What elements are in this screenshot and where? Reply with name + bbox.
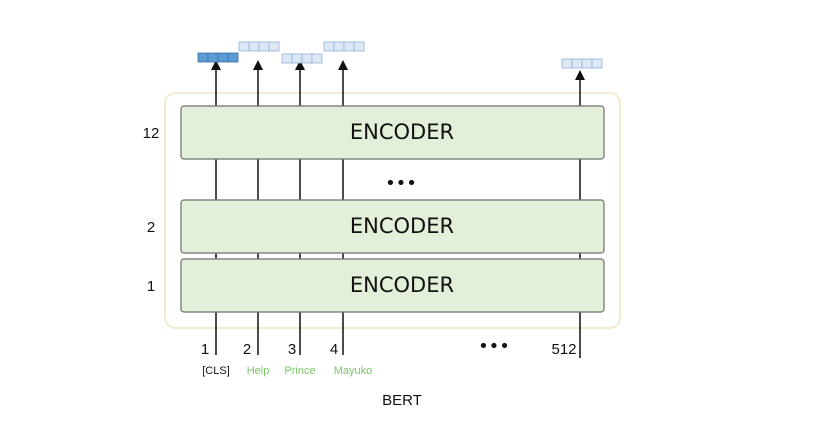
- token-help: Help: [247, 365, 270, 377]
- layer-number-2: 2: [147, 219, 155, 236]
- token-2-output-vector: [238, 41, 280, 52]
- encoder-label-1: ENCODER: [350, 273, 454, 297]
- token-4-output-vector: [323, 41, 365, 52]
- token-3-output-vector: [281, 53, 323, 64]
- encoder-label-2: ENCODER: [350, 214, 454, 238]
- encoder-block-2: [180, 199, 605, 254]
- encoder-label-12: ENCODER: [350, 120, 454, 144]
- encoder-block-12: [180, 105, 605, 160]
- input-tokens: [CLS] Help Prince Mayuko: [202, 365, 372, 377]
- position-number-3: 3: [288, 341, 296, 358]
- token-prince: Prince: [284, 365, 315, 377]
- position-number-4: 4: [330, 341, 338, 358]
- position-ellipsis: •••: [478, 336, 510, 357]
- token-mayuko: Mayuko: [334, 365, 373, 377]
- encoder-block-1: [180, 258, 605, 313]
- token-cls: [CLS]: [202, 365, 230, 377]
- encoder-stack: ENCODER ENCODER ENCODER: [180, 105, 605, 313]
- diagram-caption: BERT: [382, 392, 422, 409]
- layer-number-12: 12: [143, 125, 160, 142]
- cls-output-vector: [197, 52, 239, 63]
- position-numbers: 1 2 3 4 512: [201, 341, 577, 358]
- position-number-512: 512: [551, 341, 576, 358]
- position-number-2: 2: [243, 341, 251, 358]
- output-vectors: [197, 41, 603, 69]
- layer-number-1: 1: [147, 278, 155, 295]
- token-512-output-vector: [561, 58, 603, 69]
- position-number-1: 1: [201, 341, 209, 358]
- bert-outer-frame: [164, 92, 621, 329]
- layer-ellipsis: •••: [385, 173, 417, 194]
